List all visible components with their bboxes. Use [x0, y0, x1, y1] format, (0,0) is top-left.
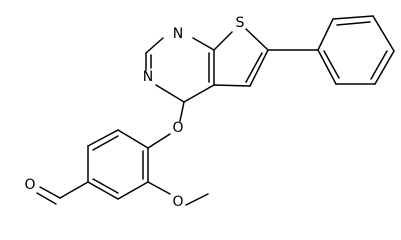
bond-ph2-ph3 — [332, 15, 374, 20]
bond-b5-b6 — [117, 181, 149, 200]
bond-ph4-ph5 — [374, 50, 395, 85]
atom-s-thiophene: S — [236, 15, 245, 31]
bond-b6-ome — [147, 181, 171, 195]
chemical-structure: N N S O O O — [24, 15, 395, 210]
bond-ph2-ph3-inner — [336, 21, 371, 26]
atom-labels: N N S O O O — [24, 15, 244, 210]
bond-b4-b5-inner — [92, 178, 119, 194]
bond-b1-b2 — [117, 129, 149, 149]
bond-c6-c5 — [249, 49, 269, 87]
bond-c4-c4a — [183, 84, 215, 103]
bond-n3-c4 — [155, 84, 185, 103]
bond-o-ar — [147, 133, 171, 149]
bond-ph6-ph1 — [317, 49, 337, 85]
bond-c5-c4a — [213, 84, 251, 87]
bond-ph4-ph5-inner — [370, 50, 388, 80]
bond-n1-c2 — [145, 37, 164, 54]
bond-cho-o-inner — [36, 192, 57, 205]
bond-b4-b5 — [87, 181, 119, 200]
bond-ph1-ph2 — [317, 18, 334, 51]
atom-n-left: N — [143, 69, 153, 85]
bond-c6-c5-inner — [245, 52, 263, 83]
bond-b2-b3-inner — [92, 135, 119, 151]
bond-b4-cho — [59, 181, 89, 199]
bond-b2-b3 — [87, 129, 119, 147]
atom-n-top: N — [173, 26, 183, 42]
atom-o-aldehyde: O — [24, 177, 35, 193]
bonds — [36, 15, 395, 206]
bond-c4-o — [179, 101, 185, 122]
bond-s-c6 — [245, 28, 269, 51]
bond-ome-ch3 — [185, 193, 209, 206]
atom-o-ether: O — [172, 120, 183, 136]
atom-o-methoxy: O — [172, 194, 183, 210]
bond-cho-o — [39, 186, 61, 199]
bond-ph6-ph1-inner — [323, 50, 340, 79]
bond-c7a-n1 — [192, 37, 215, 51]
bond-c7a-s — [213, 31, 233, 51]
bond-ph3-ph4 — [372, 15, 395, 52]
